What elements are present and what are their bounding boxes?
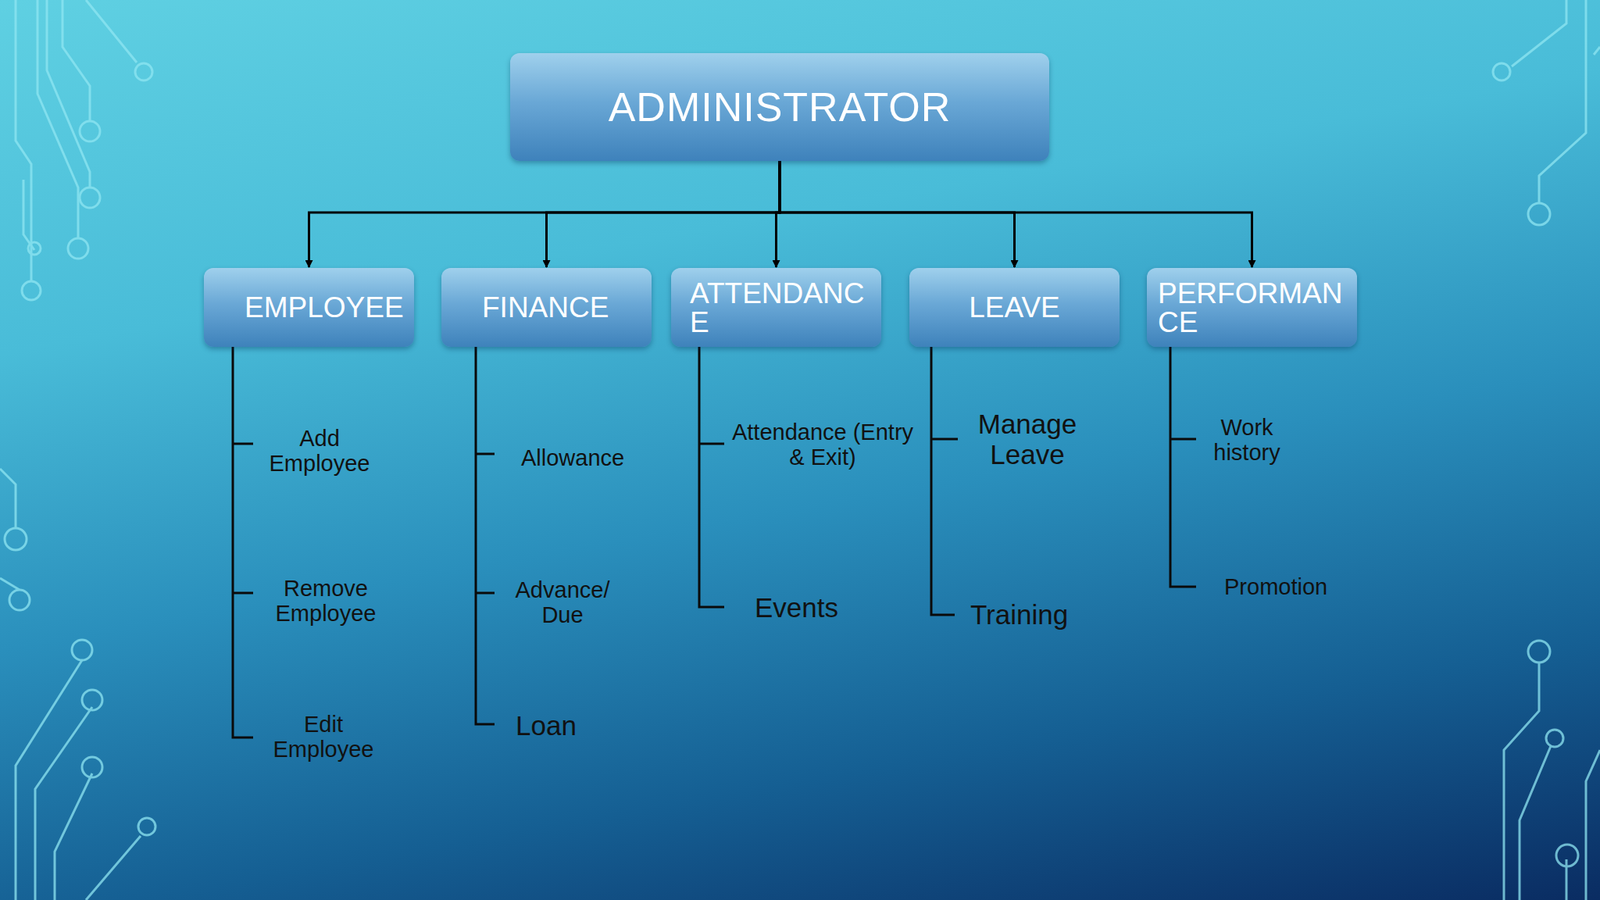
box-title: PERFORMANCE [1157,278,1351,337]
item-label: Manage Leave [949,408,1106,470]
item-label: Attendance (Entry & Exit) [728,419,917,471]
category-box: PERFORMANCE [1146,267,1358,347]
box-title: ATTENDANCE [689,278,875,337]
item-label: Events [754,592,839,623]
tree-connector [309,160,781,268]
box-title: EMPLOYEE [244,292,408,322]
tree-connector [546,160,781,268]
item-label: Training [970,599,1068,630]
item-label: Add Employee [253,425,386,477]
box-title: LEAVE [915,292,1114,322]
category-box: EMPLOYEE [203,267,415,347]
box-title: FINANCE [482,292,646,322]
item-label: Advance/ Due [500,577,625,629]
item-label: Edit Employee [257,711,390,763]
category-box: LEAVE [909,267,1120,347]
box-title: ADMINISTRATOR [516,86,1043,128]
category-box: FINANCE [441,267,652,347]
tree-connector [779,160,1015,268]
item-label: Work history [1192,414,1302,466]
category-box: ATTENDANCE [671,267,882,347]
item-label: Allowance [521,445,625,471]
tree-connector [779,160,1253,268]
item-label: Promotion [1224,574,1328,600]
root-box: ADMINISTRATOR [510,53,1050,161]
item-label: Loan [515,710,577,741]
item-label: Remove Employee [259,575,393,627]
